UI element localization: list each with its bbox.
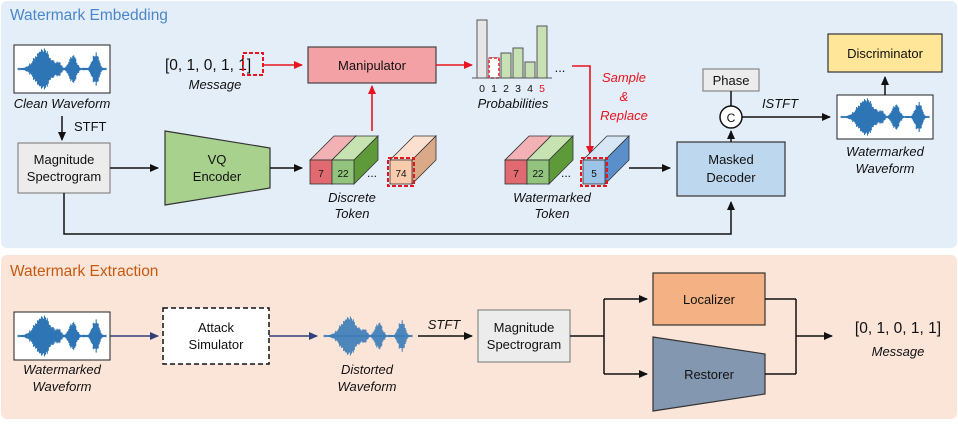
concat-symbol: C (727, 111, 736, 125)
ampersand-label: & (620, 89, 629, 104)
magnitude-spectrogram-box (17, 142, 111, 194)
prob-ellipsis: ... (555, 60, 566, 75)
prob-tick-1: 1 (491, 83, 497, 95)
extract-stft-label: STFT (428, 317, 462, 332)
clean-waveform-label: Clean Waveform (14, 96, 111, 111)
prob-tick-0: 0 (479, 83, 485, 95)
phase-label: Phase (713, 73, 750, 88)
extracted-message-label: Message (872, 344, 925, 359)
message-label: Message (189, 77, 242, 92)
spectrogram-skip-arrow (63, 193, 735, 235)
encoder-line2: Encoder (193, 169, 242, 184)
encoder-line1: VQ (208, 152, 227, 167)
discrete-token-highlight (387, 157, 415, 187)
watermarked-token (504, 135, 630, 187)
discrete-token-line2: Token (335, 206, 370, 221)
spectrogram-line2: Spectrogram (27, 169, 101, 184)
masked-decoder-box (676, 141, 786, 197)
discrete-value-2: 22 (337, 169, 349, 180)
discrete-token (309, 135, 437, 187)
attack-simulator-box (162, 307, 270, 365)
extract-input-waveform-icon (13, 311, 111, 361)
extract-spec-line2: Spectrogram (487, 337, 561, 352)
prob-tick-4: 4 (527, 83, 533, 95)
output-waveform-line2: Waveform (856, 161, 915, 176)
localizer-box (652, 272, 766, 326)
extraction-title: Watermark Extraction (10, 263, 158, 280)
prob-tick-3: 3 (515, 83, 521, 95)
sample-replace-arrow (572, 65, 594, 155)
localizer-label: Localizer (683, 292, 736, 307)
discrete-value-1: 7 (318, 169, 324, 180)
manipulator-box (307, 46, 437, 84)
watermarked-value-2: 22 (532, 169, 544, 180)
message-bit-highlight (242, 52, 264, 76)
prob-tick-2: 2 (503, 83, 509, 95)
vq-encoder (164, 130, 271, 206)
watermarked-value-4: 5 (591, 169, 597, 180)
prob-tick-5: 5 (539, 83, 545, 95)
sample-label: Sample (602, 70, 646, 85)
discrete-token-line1: Discrete (328, 190, 376, 205)
watermarked-value-1: 7 (513, 169, 519, 180)
attack-line2: Simulator (189, 337, 245, 352)
message-bits: [0, 1, 0, 1, 1] (165, 57, 251, 74)
manipulator-label: Manipulator (338, 58, 407, 73)
discrete-value-ellipsis: ... (367, 166, 377, 180)
discriminator-box (827, 33, 943, 73)
embedding-title: Watermark Embedding (10, 7, 168, 24)
probabilities-label: Probabilities (478, 96, 549, 111)
probabilities-bars (472, 19, 552, 79)
attack-line1: Attack (198, 320, 235, 335)
extracted-message: [0, 1, 0, 1, 1] (855, 320, 941, 337)
replace-label: Replace (600, 108, 648, 123)
restorer-label: Restorer (684, 367, 735, 382)
extract-input-line1: Watermarked (23, 362, 102, 377)
restorer-block (652, 336, 766, 412)
spectrogram-line1: Magnitude (34, 152, 95, 167)
watermarked-token-highlight (580, 157, 608, 187)
watermarked-token-line1: Watermarked (513, 190, 592, 205)
distorted-waveform-icon (323, 316, 413, 356)
watermarked-value-ellipsis: ... (561, 166, 571, 180)
istft-label: ISTFT (762, 96, 799, 111)
clean-waveform-icon (13, 44, 111, 94)
extract-spec-line1: Magnitude (494, 320, 555, 335)
distorted-line2: Waveform (338, 379, 397, 394)
extract-input-line2: Waveform (33, 379, 92, 394)
decoder-line1: Masked (708, 152, 754, 167)
discriminator-label: Discriminator (847, 46, 924, 61)
distorted-line1: Distorted (341, 362, 394, 377)
discrete-value-4: 74 (395, 169, 407, 180)
output-waveform-line1: Watermarked (846, 144, 925, 159)
stft-label: STFT (74, 119, 107, 134)
watermarked-token-line2: Token (535, 206, 570, 221)
watermarked-waveform-icon (836, 94, 934, 140)
extract-spectrogram-box (477, 309, 571, 363)
decoder-line2: Decoder (706, 170, 756, 185)
